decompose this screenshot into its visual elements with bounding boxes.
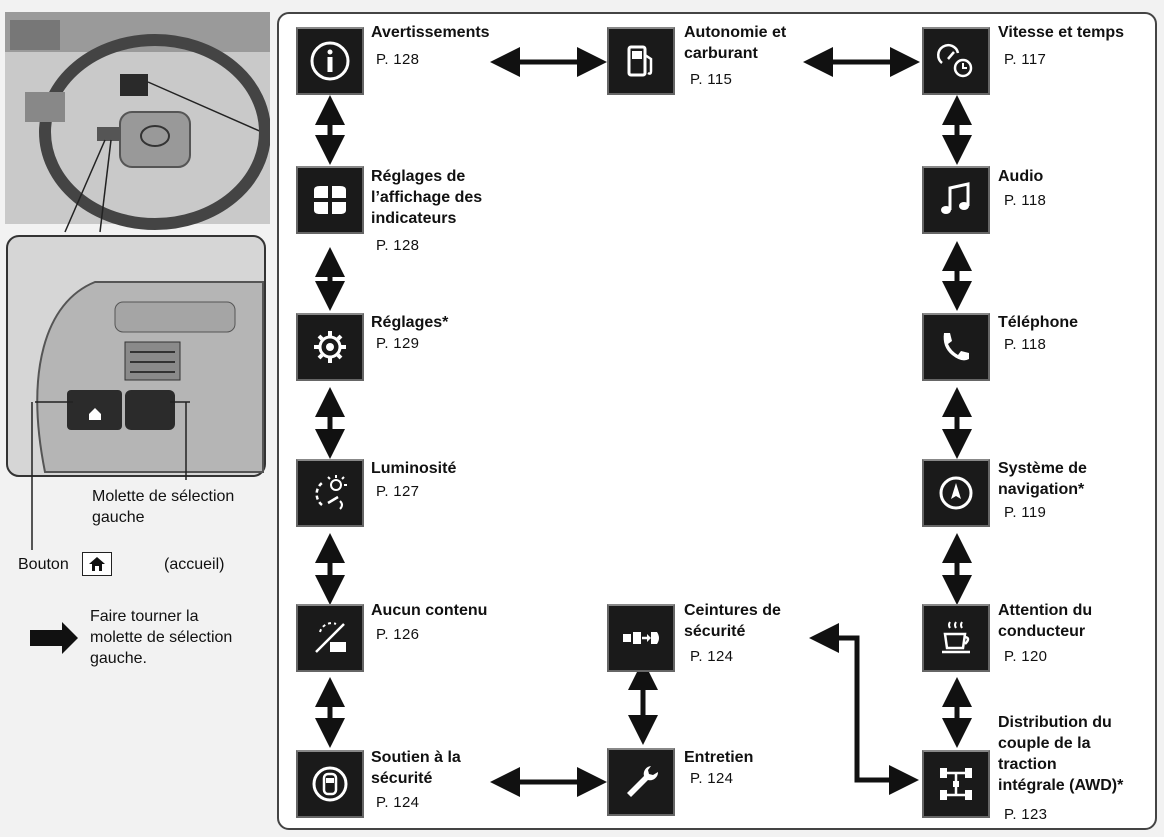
autonomie-title: Autonomie et carburant (684, 24, 787, 62)
awd-drivetrain-icon[interactable] (922, 750, 990, 818)
avertissements-title: Avertissements (371, 24, 490, 41)
speed-time-icon[interactable] (922, 27, 990, 95)
aucun-page: P. 126 (376, 626, 420, 643)
navigation-page: P. 119 (1004, 504, 1047, 521)
tourner-label: Faire tourner la molette de sélection ga… (90, 608, 233, 667)
no-content-icon[interactable] (296, 604, 364, 672)
phone-icon[interactable] (922, 313, 990, 381)
safety-support-icon[interactable] (296, 750, 364, 818)
luminosite-page: P. 127 (376, 483, 420, 500)
accueil-label: (accueil) (164, 556, 225, 573)
compass-icon[interactable] (922, 459, 990, 527)
distribution-page: P. 123 (1004, 806, 1048, 823)
avertissements-page: P. 128 (376, 51, 420, 68)
entretien-page: P. 124 (690, 770, 734, 787)
audio-title: Audio (998, 168, 1044, 185)
home-icon (82, 552, 112, 576)
legend-leader-lines (30, 402, 187, 654)
reglages-title: Réglages* (371, 314, 449, 331)
attention-page: P. 120 (1004, 648, 1048, 665)
brightness-icon[interactable] (296, 459, 364, 527)
gear-icon[interactable] (296, 313, 364, 381)
info-icon[interactable] (296, 27, 364, 95)
telephone-title: Téléphone (998, 314, 1079, 331)
vitesse-title: Vitesse et temps (998, 24, 1124, 41)
menu-frame (277, 12, 1157, 830)
reglages-affichage-title: Réglages de l’affichage des indicateurs (371, 168, 483, 227)
telephone-page: P. 118 (1004, 336, 1047, 353)
seatbelt-icon[interactable] (607, 604, 675, 672)
bouton-label: Bouton (18, 556, 69, 573)
display-layout-icon[interactable] (296, 166, 364, 234)
entretien-title: Entretien (684, 749, 754, 766)
steering-wheel-illustration (5, 12, 270, 477)
attention-title: Attention du conducteur (998, 602, 1093, 640)
audio-page: P. 118 (1004, 192, 1047, 209)
music-note-icon[interactable] (922, 166, 990, 234)
fuel-icon[interactable] (607, 27, 675, 95)
soutien-page: P. 124 (376, 794, 420, 811)
vitesse-page: P. 117 (1004, 51, 1047, 68)
luminosite-title: Luminosité (371, 460, 457, 477)
ceintures-title: Ceintures de sécurité (684, 602, 781, 640)
reglages-affichage-page: P. 128 (376, 237, 420, 254)
wrench-icon[interactable] (607, 748, 675, 816)
soutien-title: Soutien à la sécurité (371, 749, 461, 787)
aucun-title: Aucun contenu (371, 602, 488, 619)
molette-label: Molette de sélection gauche (92, 488, 235, 526)
coffee-cup-icon[interactable] (922, 604, 990, 672)
reglages-page: P. 129 (376, 335, 420, 352)
ceintures-page: P. 124 (690, 648, 734, 665)
autonomie-page: P. 115 (690, 71, 733, 88)
navigation-title: Système de navigation* (998, 460, 1087, 498)
distribution-title: Distribution du couple de la traction in… (998, 714, 1124, 794)
